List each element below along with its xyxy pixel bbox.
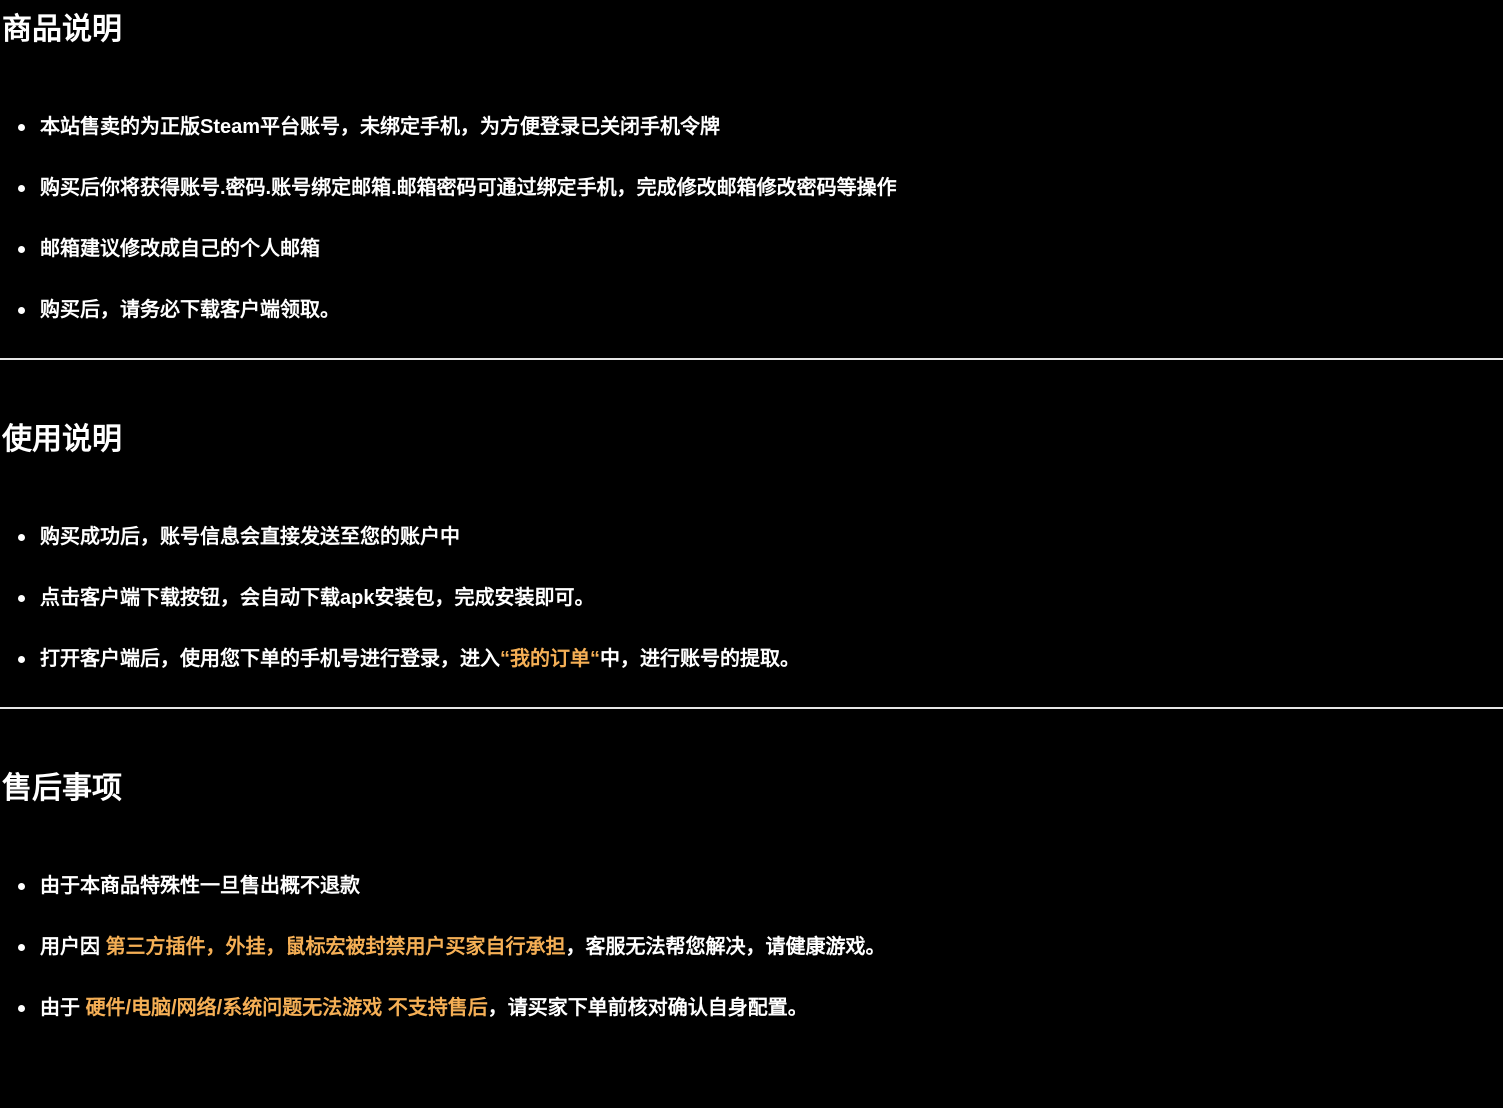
bullet-item: 购买成功后，账号信息会直接发送至您的账户中 (0, 522, 1460, 552)
plain-text: 中，进行账号的提取。 (600, 648, 800, 670)
plain-text: 购买后，请务必下载客户端领取。 (40, 299, 340, 321)
bullet-dot-icon (18, 944, 25, 951)
plain-text: 购买后你将获得账号.密码.账号绑定邮箱.邮箱密码可通过绑定手机，完成修改邮箱修改… (40, 177, 897, 199)
bullet-dot-icon (18, 307, 25, 314)
bullet-item: 本站售卖的为正版Steam平台账号，未绑定手机，为方便登录已关闭手机令牌 (0, 112, 1460, 142)
bullet-item: 由于 硬件/电脑/网络/系统问题无法游戏 不支持售后，请买家下单前核对确认自身配… (0, 993, 1460, 1023)
bullet-list-usage-instructions: 购买成功后，账号信息会直接发送至您的账户中点击客户端下载按钮，会自动下载apk安… (0, 522, 1503, 674)
section-title-after-sales-notes: 售后事项 (2, 772, 122, 805)
highlighted-text: 第三方插件，外挂，鼠标宏被封禁用户买家自行承担 (105, 936, 566, 958)
bullet-dot-icon (18, 185, 25, 192)
bullet-list-after-sales-notes: 由于本商品特殊性一旦售出概不退款用户因 第三方插件，外挂，鼠标宏被封禁用户买家自… (0, 871, 1503, 1023)
bullet-text: 打开客户端后，使用您下单的手机号进行登录，进入“我的订单“中，进行账号的提取。 (40, 648, 800, 670)
bullet-dot-icon (18, 656, 25, 663)
section-after-sales-notes: 售后事项由于本商品特殊性一旦售出概不退款用户因 第三方插件，外挂，鼠标宏被封禁用… (0, 767, 1503, 1023)
plain-text: 点击客户端下载按钮，会自动下载apk安装包，完成安装即可。 (40, 587, 595, 609)
bullet-text: 购买后你将获得账号.密码.账号绑定邮箱.邮箱密码可通过绑定手机，完成修改邮箱修改… (40, 177, 897, 199)
bullet-text: 本站售卖的为正版Steam平台账号，未绑定手机，为方便登录已关闭手机令牌 (40, 116, 720, 138)
section-divider (0, 707, 1503, 709)
bullet-dot-icon (18, 883, 25, 890)
highlighted-text: 硬件/电脑/网络/系统问题无法游戏 不支持售后 (85, 997, 488, 1019)
bullet-item: 打开客户端后，使用您下单的手机号进行登录，进入“我的订单“中，进行账号的提取。 (0, 644, 1460, 674)
product-info-page: 商品说明本站售卖的为正版Steam平台账号，未绑定手机，为方便登录已关闭手机令牌… (0, 8, 1503, 1108)
highlighted-text: “我的订单“ (500, 648, 600, 670)
plain-text: 由于本商品特殊性一旦售出概不退款 (40, 875, 360, 897)
bullet-dot-icon (18, 595, 25, 602)
plain-text: ，请买家下单前核对确认自身配置。 (487, 997, 808, 1019)
plain-text: ，客服无法帮您解决，请健康游戏。 (565, 936, 886, 958)
bullet-dot-icon (18, 124, 25, 131)
plain-text: 打开客户端后，使用您下单的手机号进行登录，进入 (40, 648, 500, 670)
bullet-list-product-description: 本站售卖的为正版Steam平台账号，未绑定手机，为方便登录已关闭手机令牌购买后你… (0, 112, 1503, 325)
plain-text: 本站售卖的为正版Steam平台账号，未绑定手机，为方便登录已关闭手机令牌 (40, 116, 721, 138)
plain-text: 邮箱建议修改成自己的个人邮箱 (40, 238, 320, 260)
bullet-item: 购买后你将获得账号.密码.账号绑定邮箱.邮箱密码可通过绑定手机，完成修改邮箱修改… (0, 173, 1460, 203)
bullet-text: 邮箱建议修改成自己的个人邮箱 (40, 238, 320, 260)
section-title-product-description: 商品说明 (2, 13, 122, 46)
plain-text: 购买成功后，账号信息会直接发送至您的账户中 (40, 526, 460, 548)
bullet-item: 购买后，请务必下载客户端领取。 (0, 295, 1460, 325)
bullet-item: 邮箱建议修改成自己的个人邮箱 (0, 234, 1460, 264)
bullet-dot-icon (18, 246, 25, 253)
bullet-text: 购买后，请务必下载客户端领取。 (40, 299, 340, 321)
section-product-description: 商品说明本站售卖的为正版Steam平台账号，未绑定手机，为方便登录已关闭手机令牌… (0, 8, 1503, 325)
bullet-text: 由于本商品特殊性一旦售出概不退款 (40, 875, 360, 897)
bullet-text: 购买成功后，账号信息会直接发送至您的账户中 (40, 526, 460, 548)
bullet-text: 用户因 第三方插件，外挂，鼠标宏被封禁用户买家自行承担，客服无法帮您解决，请健康… (40, 936, 886, 958)
bullet-text: 由于 硬件/电脑/网络/系统问题无法游戏 不支持售后，请买家下单前核对确认自身配… (40, 997, 808, 1019)
plain-text: 用户因 (40, 936, 106, 958)
bullet-text: 点击客户端下载按钮，会自动下载apk安装包，完成安装即可。 (40, 587, 594, 609)
bullet-item: 用户因 第三方插件，外挂，鼠标宏被封禁用户买家自行承担，客服无法帮您解决，请健康… (0, 932, 1460, 962)
section-title-usage-instructions: 使用说明 (2, 423, 122, 456)
bullet-item: 由于本商品特殊性一旦售出概不退款 (0, 871, 1460, 901)
sections-container: 商品说明本站售卖的为正版Steam平台账号，未绑定手机，为方便登录已关闭手机令牌… (0, 8, 1503, 1023)
plain-text: 由于 (40, 997, 86, 1019)
section-usage-instructions: 使用说明购买成功后，账号信息会直接发送至您的账户中点击客户端下载按钮，会自动下载… (0, 418, 1503, 674)
bullet-dot-icon (18, 534, 25, 541)
section-divider (0, 358, 1503, 360)
bullet-dot-icon (18, 1005, 25, 1012)
bullet-item: 点击客户端下载按钮，会自动下载apk安装包，完成安装即可。 (0, 583, 1460, 613)
